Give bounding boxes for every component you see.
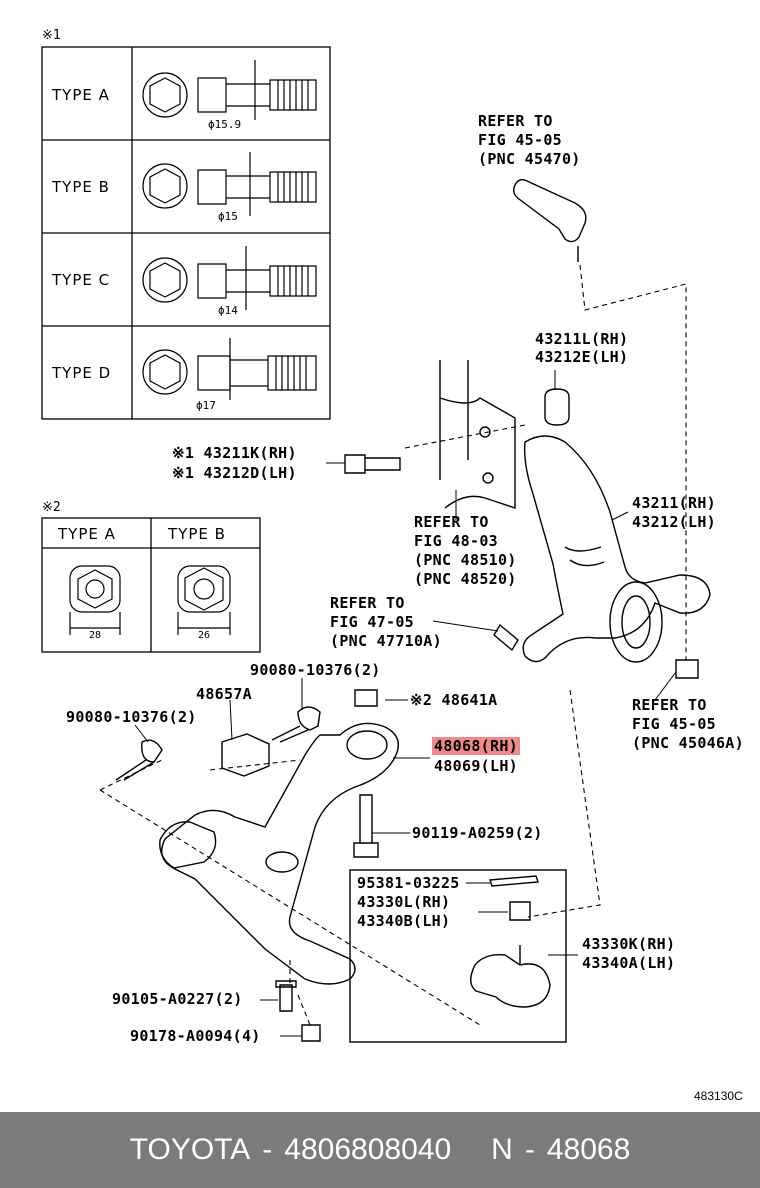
part-43211L: 43211L(RH) [535, 330, 629, 348]
bolt-90119-icon [353, 794, 379, 858]
footer-n-label: N [491, 1133, 513, 1166]
part-43211K: ※1 43211K(RH) [172, 444, 297, 462]
bolt-90080-left-icon [115, 739, 163, 781]
hub-bolt-type-b-icon [142, 152, 317, 216]
part-48068-label[interactable]: 48068(RH) [432, 737, 520, 755]
nut-48641a-icon [354, 689, 378, 707]
part-48641A: ※2 48641A [410, 691, 498, 709]
footer-sep-1: - [262, 1133, 273, 1166]
table2-type-a: TYPE A [58, 525, 116, 543]
table2-size-a: 28 [89, 630, 102, 641]
refer-47-05-line2: FIG 47-05 [330, 613, 414, 631]
hub-bolt-type-d-icon [142, 338, 317, 400]
refer-45-05-top-line1: REFER TO [478, 112, 553, 130]
part-90105: 90105-A0227(2) [112, 990, 243, 1008]
refer-48-03-line2: FIG 48-03 [414, 532, 498, 550]
sensor-bolt-icon [493, 623, 519, 652]
table1-type-a: TYPE A [52, 86, 110, 104]
table2-size-b: 26 [198, 630, 211, 641]
part-43212D: ※1 43212D(LH) [172, 464, 297, 482]
part-48069: 48069(LH) [434, 757, 518, 775]
refer-47-05-line1: REFER TO [330, 594, 405, 612]
refer-45-05-right-line3: (PNC 45046A) [632, 734, 744, 752]
bracket-48657a-icon [221, 733, 270, 777]
footer-brand: TOYOTA [129, 1133, 251, 1166]
refer-45-05-top-line3: (PNC 45470) [478, 150, 581, 168]
strut-icon [439, 360, 516, 509]
table1-type-b: TYPE B [52, 178, 110, 196]
part-43340B: 43340B(LH) [357, 912, 451, 930]
table1-dia-c: ϕ14 [218, 304, 238, 317]
ball-joint-kit-frame [349, 869, 567, 1043]
refer-45-05-right-line2: FIG 45-05 [632, 715, 716, 733]
lower-control-arm-icon [161, 722, 399, 985]
refer-45-05-right-line1: REFER TO [632, 696, 707, 714]
cotter-pin-icon [489, 875, 539, 887]
refer-48-03-line4: (PNC 48520) [414, 570, 517, 588]
figure-code: 483130C [694, 1089, 743, 1103]
table2-mark: ※2 [42, 500, 61, 515]
hub-bolt-type-c-icon [142, 246, 317, 310]
part-info-footer: TOYOTA - 4806808040 N - 48068 [0, 1112, 760, 1188]
steering-knuckle-icon [522, 435, 711, 663]
tie-rod-end-icon [512, 178, 587, 243]
hub-bolt-type-a-icon [142, 60, 317, 120]
table1-type-d: TYPE D [52, 364, 112, 382]
ball-joint-nut-icon [509, 901, 531, 921]
part-43330L: 43330L(RH) [357, 893, 451, 911]
footer-pnc: 48068 [546, 1133, 631, 1166]
nut-type-b-icon [177, 565, 231, 635]
bolt-90105-icon [275, 980, 297, 1012]
footer-sep-2: - [524, 1133, 535, 1166]
part-43212E: 43212E(LH) [535, 348, 629, 366]
refer-48-03-line1: REFER TO [414, 513, 489, 531]
ball-joint-icon [470, 945, 551, 1008]
castle-nut-icon [675, 659, 699, 679]
nut-90178-icon [301, 1024, 321, 1042]
footer-part-number: 4806808040 [284, 1133, 452, 1166]
part-43211: 43211(RH) [632, 494, 716, 512]
part-95381: 95381-03225 [357, 874, 460, 892]
part-90080-top: 90080-10376(2) [250, 661, 381, 679]
table1-dia-b: ϕ15 [218, 210, 238, 223]
table1-type-c: TYPE C [52, 271, 111, 289]
refer-45-05-top-line2: FIG 45-05 [478, 131, 562, 149]
nut-type-a-icon [69, 565, 121, 635]
table1-dia-a: ϕ15.9 [208, 118, 242, 131]
part-43212: 43212(LH) [632, 513, 716, 531]
parts-diagram [41, 46, 711, 1043]
part-90119: 90119-A0259(2) [412, 824, 543, 842]
knuckle-bushing-icon [544, 388, 570, 426]
table1-mark: ※1 [42, 28, 61, 43]
bolt-90080-top-icon [271, 706, 321, 743]
part-90080-left: 90080-10376(2) [66, 708, 197, 726]
table2-type-b: TYPE B [168, 525, 226, 543]
part-48068-highlighted: 48068(RH) [432, 737, 520, 755]
part-48657A: 48657A [196, 685, 252, 703]
knuckle-bolt-icon [344, 454, 401, 474]
part-90178: 90178-A0094(4) [130, 1027, 261, 1045]
refer-47-05-line3: (PNC 47710A) [330, 632, 442, 650]
refer-48-03-line3: (PNC 48510) [414, 551, 517, 569]
table1-dia-d: ϕ17 [196, 399, 216, 412]
part-43340A: 43340A(LH) [582, 954, 676, 972]
part-43330K: 43330K(RH) [582, 935, 676, 953]
